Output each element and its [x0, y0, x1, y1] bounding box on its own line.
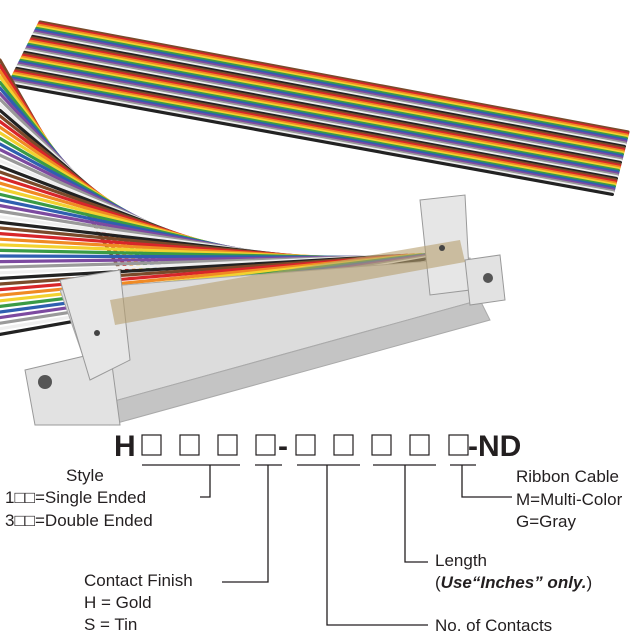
code-box	[448, 434, 469, 456]
wire	[16, 65, 619, 179]
part-suffix: -ND	[468, 430, 521, 463]
code-box	[333, 434, 354, 456]
code-box	[255, 434, 276, 456]
wire	[7, 82, 615, 196]
length-title: Length	[435, 551, 487, 570]
ribbon-cable-illustration	[0, 20, 630, 336]
ribbon-cable-title: Ribbon Cable	[516, 467, 619, 486]
wire	[33, 30, 628, 144]
wire	[24, 47, 623, 161]
wire	[7, 81, 615, 195]
style-title: Style	[66, 466, 104, 485]
style-option: 3□□=Double Ended	[5, 511, 153, 530]
wire	[31, 34, 627, 148]
wire	[25, 45, 624, 160]
wire	[16, 63, 619, 177]
code-box	[295, 434, 316, 456]
wire	[36, 23, 629, 137]
wire	[21, 53, 622, 168]
wire	[30, 36, 626, 150]
wire	[31, 33, 627, 147]
wire	[28, 41, 625, 155]
wire	[10, 76, 616, 190]
contacts-title: No. of Contacts	[435, 616, 552, 635]
wire	[13, 69, 618, 184]
part-prefix: H	[114, 430, 136, 463]
wire	[11, 74, 617, 188]
wire	[23, 50, 623, 164]
code-box	[409, 434, 430, 456]
wire	[9, 77, 616, 192]
contact-finish-option: H = Gold	[84, 593, 152, 612]
code-box	[141, 434, 162, 456]
wire	[15, 66, 619, 180]
wire	[34, 28, 628, 142]
ribbon-cable-option: G=Gray	[516, 512, 576, 531]
wire	[12, 71, 617, 185]
wire	[18, 60, 620, 174]
wire	[24, 49, 623, 163]
wire	[37, 22, 630, 136]
wire	[19, 58, 621, 172]
wire	[38, 20, 630, 134]
wire	[14, 68, 618, 182]
wire	[17, 61, 620, 176]
part-dash: -	[278, 430, 288, 463]
idc-connector	[24, 194, 506, 426]
wire	[35, 26, 629, 140]
ribbon-cable-option: M=Multi-Color	[516, 490, 623, 509]
contact-finish-option: S = Tin	[84, 615, 137, 634]
wire	[20, 55, 621, 169]
wire	[11, 73, 617, 187]
wire	[8, 79, 615, 193]
code-box	[371, 434, 392, 456]
part-number-code: H - -ND	[114, 430, 521, 463]
wire	[29, 37, 626, 152]
wire	[35, 25, 629, 139]
wire	[27, 42, 625, 156]
wire	[26, 44, 624, 158]
leader-lines	[142, 464, 512, 626]
wire	[20, 57, 621, 171]
wire	[22, 52, 622, 166]
contact-finish-title: Contact Finish	[84, 571, 193, 590]
code-box	[179, 434, 200, 456]
wire	[32, 31, 627, 145]
code-box	[217, 434, 238, 456]
wire	[28, 39, 625, 153]
length-note: (Use“Inches” only.)	[435, 573, 592, 592]
style-option: 1□□=Single Ended	[5, 488, 146, 507]
